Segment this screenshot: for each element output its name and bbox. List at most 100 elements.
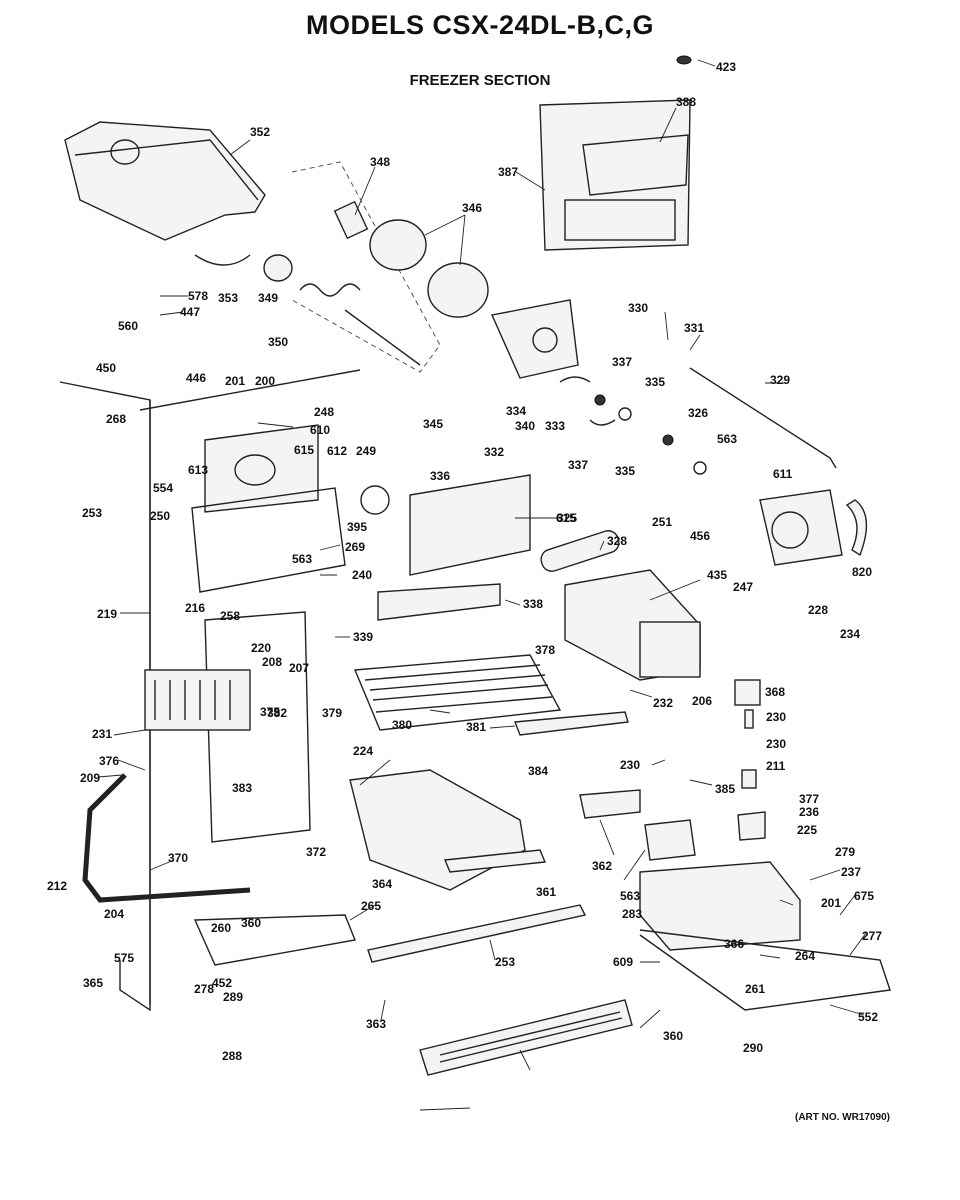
callout-340: 340 — [515, 419, 535, 433]
callout-337: 337 — [612, 355, 632, 369]
callout-375: 375 — [260, 705, 280, 719]
callout-260: 260 — [211, 921, 231, 935]
callout-216: 216 — [185, 601, 205, 615]
callout-279: 279 — [835, 845, 855, 859]
callout-563: 563 — [292, 552, 312, 566]
callout-364: 364 — [372, 877, 392, 891]
callout-563: 563 — [620, 889, 640, 903]
callout-611: 611 — [773, 467, 793, 481]
callout-554: 554 — [153, 481, 173, 495]
callout-552: 552 — [858, 1010, 878, 1024]
callout-361: 361 — [536, 885, 556, 899]
callout-456: 456 — [690, 529, 710, 543]
freezer-parts — [59, 55, 891, 1076]
callout-336: 336 — [430, 469, 450, 483]
callout-232: 232 — [653, 696, 673, 710]
freezer-bin — [349, 769, 526, 891]
callout-613: 613 — [188, 463, 208, 477]
callout-207: 207 — [289, 661, 309, 675]
callout-278: 278 — [194, 982, 214, 996]
callout-234: 234 — [840, 627, 860, 641]
callout-269: 269 — [345, 540, 365, 554]
art-number: (ART NO. WR17090) — [794, 1112, 890, 1123]
callout-362: 362 — [592, 859, 612, 873]
callout-338: 338 — [523, 597, 543, 611]
callout-350: 350 — [268, 335, 288, 349]
callout-446: 446 — [186, 371, 206, 385]
callout-250: 250 — [150, 509, 170, 523]
callout-228: 228 — [808, 603, 828, 617]
callout-612: 612 — [327, 444, 347, 458]
section-title: FREEZER SECTION — [409, 72, 551, 89]
callout-578: 578 — [188, 289, 208, 303]
callout-353: 353 — [218, 291, 238, 305]
callout-219: 219 — [97, 607, 117, 621]
callout-335: 335 — [645, 375, 665, 389]
auger-motor — [759, 489, 843, 566]
callout-385: 385 — [715, 782, 735, 796]
callout-382: 382 — [267, 706, 287, 720]
callout-264: 264 — [795, 949, 815, 963]
callout-236: 236 — [799, 805, 819, 819]
callout-615: 615 — [556, 511, 576, 525]
callout-247: 247 — [733, 580, 753, 594]
callout-575: 575 — [114, 951, 134, 965]
callout-261: 261 — [745, 982, 765, 996]
callout-365: 365 — [83, 976, 103, 990]
callout-379: 379 — [322, 706, 342, 720]
callout-820: 820 — [852, 565, 872, 579]
callout-339: 339 — [353, 630, 373, 644]
callout-330: 330 — [628, 301, 648, 315]
callout-277: 277 — [862, 929, 882, 943]
callout-209: 209 — [80, 771, 100, 785]
callout-352: 352 — [250, 125, 270, 139]
callout-283: 283 — [622, 907, 642, 921]
callout-384: 384 — [528, 764, 548, 778]
callout-346: 346 — [462, 201, 482, 215]
callout-206: 206 — [692, 694, 712, 708]
page-title: MODELS CSX-24DL-B,C,G — [305, 10, 655, 40]
callout-212: 212 — [47, 879, 67, 893]
callout-360: 360 — [663, 1029, 683, 1043]
callout-388: 388 — [676, 95, 696, 109]
callout-563: 563 — [717, 432, 737, 446]
callout-249: 249 — [356, 444, 376, 458]
callout-349: 349 — [258, 291, 278, 305]
callout-372: 372 — [306, 845, 326, 859]
callout-328: 328 — [607, 534, 627, 548]
callout-452: 452 — [212, 976, 232, 990]
callout-335: 335 — [615, 464, 635, 478]
callout-331: 331 — [684, 321, 704, 335]
callout-383: 383 — [232, 781, 252, 795]
callout-337: 337 — [568, 458, 588, 472]
callout-231: 231 — [92, 727, 112, 741]
callout-329: 329 — [770, 373, 790, 387]
leader-lines — [97, 59, 867, 1111]
callout-208: 208 — [262, 655, 282, 669]
cabinet-wall — [59, 381, 151, 1012]
control-housing — [639, 861, 801, 951]
callout-220: 220 — [251, 641, 271, 655]
callout-200: 200 — [255, 374, 275, 388]
callout-560: 560 — [118, 319, 138, 333]
callout-381: 381 — [466, 720, 486, 734]
callout-201: 201 — [821, 896, 841, 910]
callout-204: 204 — [104, 907, 124, 921]
callout-248: 248 — [314, 405, 334, 419]
callout-348: 348 — [370, 155, 390, 169]
callout-268: 268 — [106, 412, 126, 426]
callout-201: 201 — [225, 374, 245, 388]
callout-378: 378 — [535, 643, 555, 657]
callout-258: 258 — [220, 609, 240, 623]
callout-211: 211 — [766, 759, 786, 773]
callout-253: 253 — [495, 955, 515, 969]
callout-395: 395 — [347, 520, 367, 534]
callout-610: 610 — [310, 423, 330, 437]
callout-380: 380 — [392, 718, 412, 732]
callout-334: 334 — [506, 404, 526, 418]
callout-377: 377 — [799, 792, 819, 806]
callout-225: 225 — [797, 823, 817, 837]
